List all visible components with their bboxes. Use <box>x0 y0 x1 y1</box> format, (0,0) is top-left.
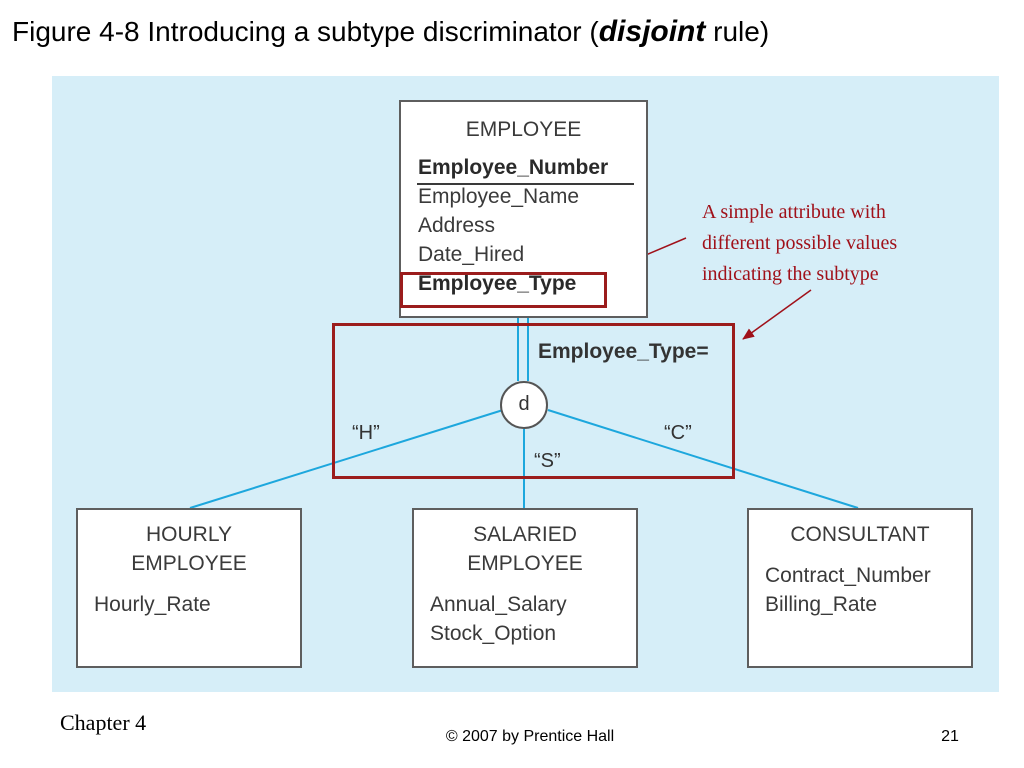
consultant-name-line1: CONSULTANT <box>790 523 930 546</box>
annotation-line-1: A simple attribute with <box>702 201 886 223</box>
discriminator-highlight <box>332 323 735 479</box>
employee-entity-name: EMPLOYEE <box>465 118 582 141</box>
branch-hourly <box>189 409 504 509</box>
title-suffix: rule) <box>705 16 770 47</box>
employee-attr-employee-type: Employee_Type <box>418 272 577 295</box>
annotation-text: A simple attribute with different possib… <box>702 197 972 290</box>
title-emphasis: disjoint <box>598 15 706 48</box>
annotation-line-2: different possible values <box>702 232 898 254</box>
employee-attr-employee-number: Employee_Number <box>418 156 609 179</box>
hourly-attr-hourly-rate: Hourly_Rate <box>94 593 211 616</box>
consultant-attr-billing-rate: Billing_Rate <box>765 593 878 616</box>
annotation-line-3: indicating the subtype <box>702 263 879 285</box>
primary-key-underline <box>417 183 634 185</box>
employee-attr-address: Address <box>418 214 496 237</box>
salaried-attr-stock-option: Stock_Option <box>430 622 557 645</box>
page-number: 21 <box>941 728 959 745</box>
slide-title: Figure 4-8 Introducing a subtype discrim… <box>12 8 1012 56</box>
hourly-name-line1: HOURLY <box>146 523 232 546</box>
annotation-arrow-discriminator <box>742 289 812 340</box>
employee-type-highlight <box>400 272 607 308</box>
branch-consultant <box>547 409 859 509</box>
consultant-attr-contract-number: Contract_Number <box>765 564 931 587</box>
footer-chapter: Chapter 4 <box>60 710 147 735</box>
discriminator-label: Employee_Type= <box>538 340 709 363</box>
hourly-name-line2: EMPLOYEE <box>131 552 247 575</box>
employee-attr-date-hired: Date_Hired <box>418 243 525 266</box>
branch-label-hourly: “H” <box>352 422 380 444</box>
title-prefix: Figure 4-8 Introducing a subtype discrim… <box>12 16 599 47</box>
disjoint-circle: d <box>500 381 548 429</box>
consultant-entity: CONSULTANT Contract_Number Billing_Rate <box>747 508 973 668</box>
branch-label-consultant: “C” <box>664 422 692 444</box>
footer-copyright: © 2007 by Prentice Hall <box>445 728 615 745</box>
branch-label-salaried: “S” <box>534 450 561 472</box>
salaried-name-line2: EMPLOYEE <box>467 552 583 575</box>
salaried-employee-entity: SALARIED EMPLOYEE Annual_Salary Stock_Op… <box>412 508 638 668</box>
hourly-employee-entity: HOURLY EMPLOYEE Hourly_Rate <box>76 508 302 668</box>
salaried-name-line1: SALARIED <box>473 523 577 546</box>
employee-attr-employee-name: Employee_Name <box>418 185 580 208</box>
salaried-attr-annual-salary: Annual_Salary <box>430 593 567 616</box>
